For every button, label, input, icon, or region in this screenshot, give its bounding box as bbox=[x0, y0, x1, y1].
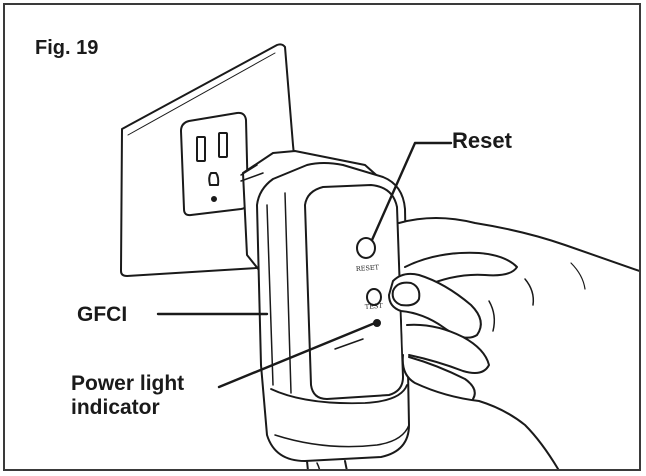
reset-button-text: RESET bbox=[356, 263, 380, 273]
power-label-line-2: indicator bbox=[71, 395, 160, 419]
power-label-line-1: Power light bbox=[71, 372, 185, 395]
figure-title: Fig. 19 bbox=[35, 37, 99, 59]
power-light-indicator-label: Power light indicator bbox=[71, 372, 231, 419]
power-light-leader-line bbox=[217, 321, 377, 389]
gfci-illustration: RESET TEST bbox=[120, 43, 639, 469]
gfci-device-icon bbox=[240, 150, 410, 469]
hand-icon bbox=[388, 217, 639, 469]
figure-frame: RESET TEST Fig. 19 Reset GFCI Power ligh… bbox=[3, 3, 641, 471]
gfci-label: GFCI bbox=[77, 303, 128, 326]
test-button-text: TEST bbox=[365, 302, 384, 311]
reset-label: Reset bbox=[452, 128, 512, 153]
reset-leader-line bbox=[370, 141, 453, 242]
